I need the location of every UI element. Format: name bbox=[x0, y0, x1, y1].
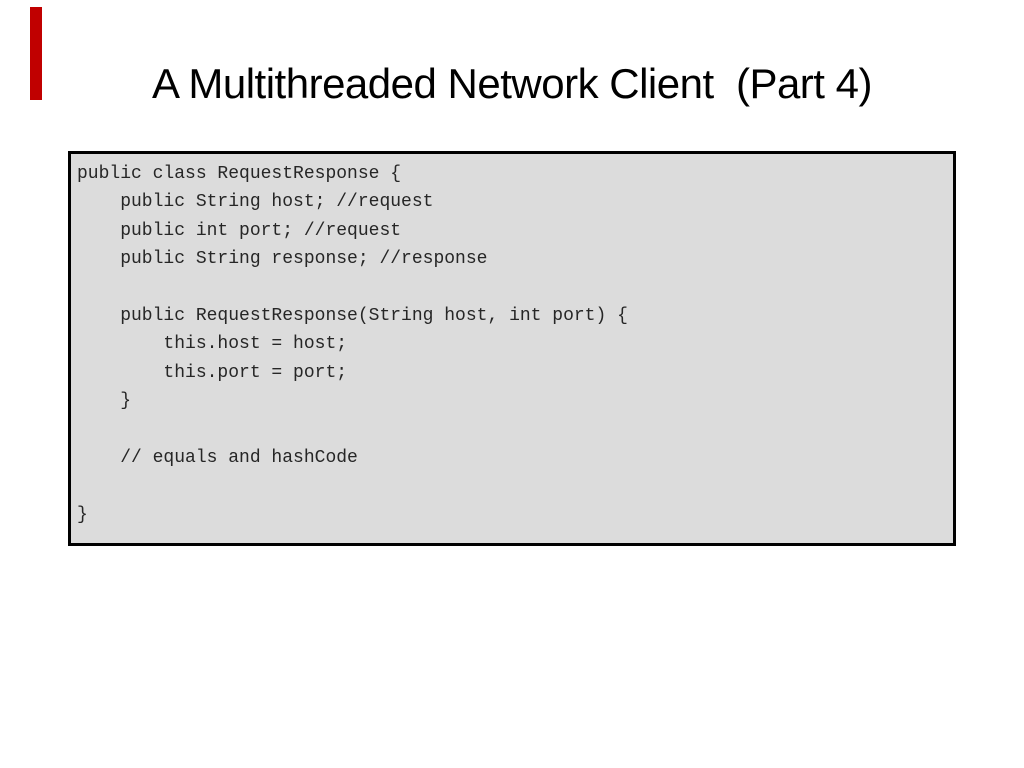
slide-title: A Multithreaded Network Client (Part 4) bbox=[152, 60, 872, 107]
code-block-text: public class RequestResponse { public St… bbox=[77, 164, 628, 525]
code-block-panel: public class RequestResponse { public St… bbox=[68, 151, 956, 546]
bookmark-ribbon-icon bbox=[30, 7, 42, 100]
